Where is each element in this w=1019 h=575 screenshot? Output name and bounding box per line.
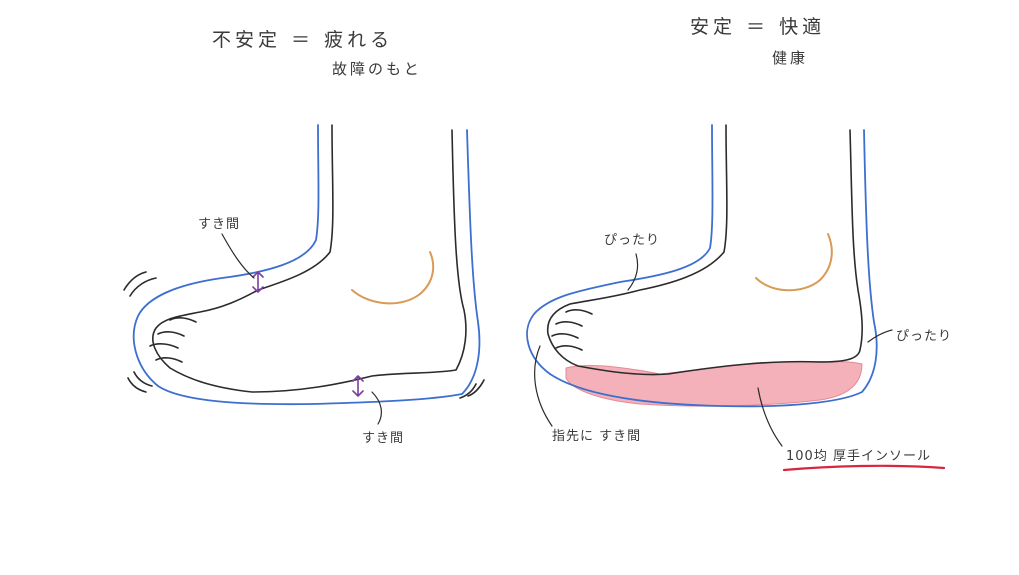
right-foot-illustration bbox=[526, 124, 946, 472]
right-fit-heel-leader bbox=[867, 329, 893, 343]
left-gap-top-leader bbox=[221, 233, 255, 279]
left-gap-top-label: すき間 bbox=[198, 217, 240, 232]
right-subtitle: 健康 bbox=[772, 49, 808, 67]
right-fit-heel-label: ぴったり bbox=[896, 329, 952, 344]
left-title: 不安定 ＝ 疲れる bbox=[212, 29, 393, 51]
left-shake-marks-bottom-right bbox=[459, 379, 485, 399]
left-shake-marks-bottom-left bbox=[127, 371, 153, 393]
left-subtitle: 故障のもと bbox=[332, 60, 422, 78]
left-gap-arrow-bottom bbox=[352, 375, 364, 397]
insole-leader bbox=[757, 387, 783, 447]
right-foot-outline bbox=[546, 124, 863, 376]
left-shake-marks-top bbox=[123, 271, 157, 297]
left-gap-bottom-leader bbox=[371, 391, 382, 425]
right-fit-top-leader bbox=[627, 253, 639, 291]
left-foot-outline bbox=[152, 124, 467, 393]
right-title: 安定 ＝ 快適 bbox=[690, 16, 825, 38]
right-toe-gap-leader bbox=[534, 345, 553, 427]
right-shoe-outline bbox=[526, 124, 878, 408]
right-toes bbox=[551, 309, 593, 351]
right-fit-top-label: ぴったり bbox=[604, 233, 660, 248]
left-gap-arrow-top bbox=[252, 271, 264, 293]
right-toe-gap-label: 指先に すき間 bbox=[552, 429, 641, 444]
insole-underline bbox=[782, 464, 946, 472]
left-shoe-outline bbox=[132, 124, 481, 406]
insole-label: 100均 厚手インソール bbox=[786, 449, 931, 464]
left-gap-bottom-label: すき間 bbox=[362, 431, 404, 446]
right-ankle-bone bbox=[755, 233, 833, 292]
left-foot-illustration bbox=[123, 124, 485, 425]
left-ankle-bone bbox=[351, 251, 435, 305]
left-toes bbox=[149, 317, 197, 363]
